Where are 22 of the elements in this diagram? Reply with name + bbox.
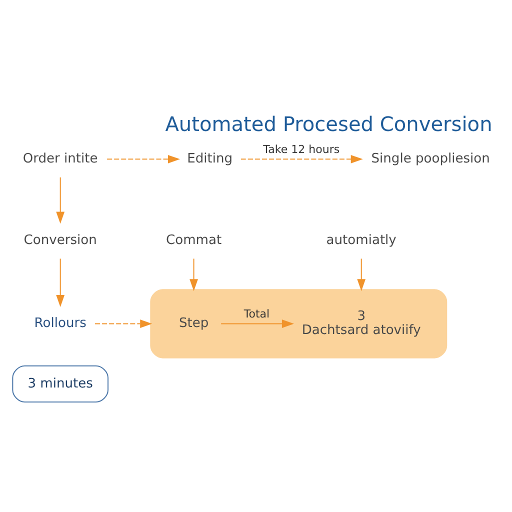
cluster [150,288,448,358]
edge-label: Take 12 hours [263,142,340,156]
node-text: Step [178,316,209,331]
node-text: Rollours [34,316,86,331]
arrow [56,176,65,224]
diagram-title: Automated Procesed Conversion [165,112,492,136]
node-text: Commat [166,232,222,248]
node-box: 3 minutes [12,364,108,402]
edge-label: Total [244,307,270,320]
node-text: Single poopliesion [371,151,490,166]
node-text: automiatly [326,232,396,248]
arrow [357,258,366,291]
node-text: Conversion [24,232,97,248]
node-text: 3 Dachtsard atoviify [302,308,421,338]
arrow [221,319,294,328]
arrow [95,319,152,328]
arrow [190,258,198,291]
arrow [241,154,363,163]
node-text: Editing [187,151,233,166]
arrow [56,258,65,307]
node-text: Order intite [22,151,98,166]
arrow [107,154,180,163]
